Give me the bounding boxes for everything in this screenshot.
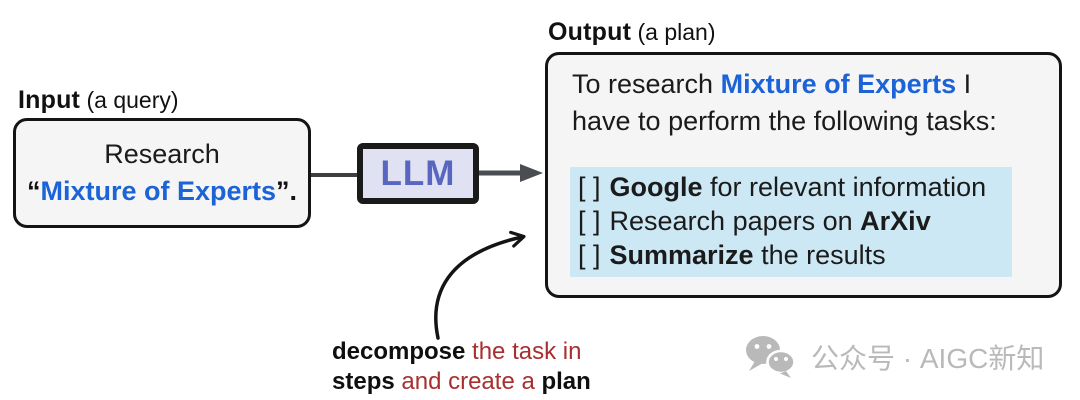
input-query-line1: Research xyxy=(104,139,220,169)
output-line1-post: I xyxy=(956,69,972,99)
output-line1: To research Mixture of Experts I xyxy=(572,66,1045,103)
task-list: [ ] Google for relevant information [ ] Re… xyxy=(570,167,1012,277)
input-label: Input (a query) xyxy=(18,86,179,115)
open-quote: “ xyxy=(26,176,41,206)
checkbox-glyph: [ ] xyxy=(578,206,601,236)
llm-box: LLM xyxy=(357,143,479,204)
checkbox-glyph: [ ] xyxy=(578,240,601,270)
curved-arrow-icon xyxy=(434,230,526,340)
task-text: the results xyxy=(753,240,886,270)
output-line1-pre: To research xyxy=(572,69,721,99)
task-text-bold: Google xyxy=(609,172,703,202)
task-row: [ ] Research papers on ArXiv xyxy=(578,204,1008,238)
close-quote: ”. xyxy=(276,176,298,206)
annotation-bold: steps xyxy=(332,368,395,395)
input-label-rest: (a query) xyxy=(80,87,179,113)
annotation-bold: plan xyxy=(541,368,591,395)
decompose-annotation: decompose the task in steps and create a… xyxy=(332,337,591,397)
output-line1-term: Mixture of Experts xyxy=(720,69,957,99)
input-box: Research “Mixture of Experts”. xyxy=(13,118,311,228)
annotation-line2: steps and create a plan xyxy=(332,367,591,397)
annotation-bold: decompose xyxy=(332,338,466,365)
task-row: [ ] Google for relevant information xyxy=(578,170,1008,204)
wechat-icon xyxy=(746,336,796,378)
input-query-term: Mixture of Experts xyxy=(40,176,277,206)
input-label-bold: Input xyxy=(18,86,81,114)
annotation-line1: decompose the task in xyxy=(332,337,591,367)
output-label-bold: Output xyxy=(548,18,632,46)
annotation-red: and create a xyxy=(394,368,542,395)
task-text: Research papers on xyxy=(609,206,861,236)
annotation-red: the task in xyxy=(465,338,582,365)
output-line2: have to perform the following tasks: xyxy=(572,106,997,136)
llm-label: LLM xyxy=(380,153,456,193)
output-label: Output (a plan) xyxy=(548,18,715,47)
checkbox-glyph: [ ] xyxy=(578,172,601,202)
watermark-text: 公众号 · AIGC新知 xyxy=(811,342,1045,374)
task-text-bold: ArXiv xyxy=(860,206,931,236)
task-row: [ ] Summarize the results xyxy=(578,238,1008,272)
task-text: for relevant information xyxy=(702,172,987,202)
output-box: To research Mixture of Experts I have to… xyxy=(545,52,1062,298)
task-text-bold: Summarize xyxy=(609,240,754,270)
input-query-line2: “Mixture of Experts”. xyxy=(27,173,297,210)
output-label-rest: (a plan) xyxy=(631,19,716,45)
watermark: 公众号 · AIGC新知 xyxy=(744,334,1044,379)
